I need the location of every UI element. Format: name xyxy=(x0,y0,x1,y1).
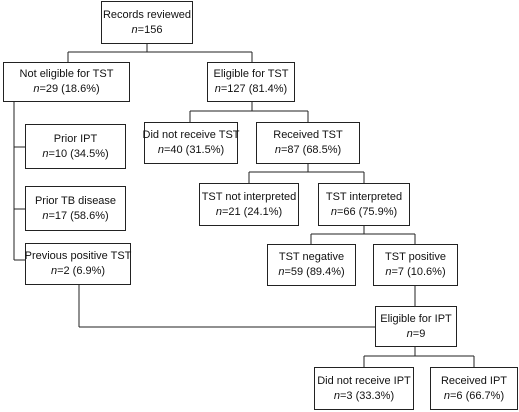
n-label: n xyxy=(278,266,285,278)
node-count: =17 (58.6%) xyxy=(48,209,109,222)
node-title: Prior TB disease xyxy=(34,194,117,207)
node-count: =21 (24.1%) xyxy=(221,205,283,218)
records-reviewed-box: Records reviewed n=156 xyxy=(101,1,193,44)
n-label: n xyxy=(333,389,340,402)
did-not-receive-tst-box: Did not receive TST n=40 (31.5%) xyxy=(142,122,240,164)
n-label: n xyxy=(274,144,281,156)
node-title: TST not interpreted xyxy=(201,190,297,203)
node-count: =40 (31.5%) xyxy=(163,144,225,156)
node-count: =87 (68.5%) xyxy=(280,144,342,156)
node-title: TST negative xyxy=(278,251,345,263)
prior-ipt-box: Prior IPT n=10 (34.5%) xyxy=(25,124,126,169)
eligible-tst-box: Eligible for TST n=127 (81.4%) xyxy=(207,62,295,102)
node-title: Previous positive TST xyxy=(24,250,132,262)
received-tst-box: Received TST n=87 (68.5%) xyxy=(256,122,360,164)
node-title: Records reviewed xyxy=(102,8,192,21)
node-count: =3 (33.3%) xyxy=(340,389,395,402)
node-count: =2 (6.9%) xyxy=(57,265,106,277)
node-count: =6 (66.7%) xyxy=(450,389,505,402)
prior-tb-box: Prior TB disease n=17 (58.6%) xyxy=(25,186,126,231)
received-ipt-box: Received IPT n=6 (66.7%) xyxy=(430,367,518,410)
node-count: =10 (34.5%) xyxy=(48,147,109,160)
node-title: Eligible for TST xyxy=(213,68,289,80)
n-label: n xyxy=(50,265,58,277)
node-count: =127 (81.4%) xyxy=(220,83,288,95)
n-label: n xyxy=(214,83,221,95)
node-count: =66 (75.9%) xyxy=(336,205,398,218)
not-eligible-box: Not eligible for TST n=29 (18.6%) xyxy=(3,62,130,102)
node-title: Prior IPT xyxy=(53,132,98,145)
tst-negative-box: TST negative n=59 (89.4%) xyxy=(267,244,356,286)
n-label: n xyxy=(42,209,49,222)
node-title: Received IPT xyxy=(440,374,508,387)
node-title: Not eligible for TST xyxy=(19,68,114,80)
did-not-receive-ipt-box: Did not receive IPT n=3 (33.3%) xyxy=(314,367,414,410)
n-label: n xyxy=(215,205,222,218)
node-count: =9 xyxy=(412,327,426,340)
node-title: Did not receive IPT xyxy=(317,374,411,387)
tst-not-interpreted-box: TST not interpreted n=21 (24.1%) xyxy=(199,183,299,226)
n-label: n xyxy=(131,23,138,36)
node-title: Received TST xyxy=(273,129,343,141)
n-label: n xyxy=(157,144,164,156)
n-label: n xyxy=(406,327,413,340)
n-label: n xyxy=(385,266,392,278)
n-label: n xyxy=(33,83,40,95)
n-label: n xyxy=(330,205,337,218)
tst-positive-box: TST positive n=7 (10.6%) xyxy=(373,244,458,286)
tst-interpreted-box: TST interpreted n=66 (75.9%) xyxy=(318,183,410,226)
node-title: Did not receive TST xyxy=(142,129,240,141)
node-title: Eligible for IPT xyxy=(380,312,452,325)
node-title: TST positive xyxy=(385,251,446,263)
node-title: TST interpreted xyxy=(325,190,403,203)
previous-positive-box: Previous positive TST n=2 (6.9%) xyxy=(25,243,131,285)
node-count: =59 (89.4%) xyxy=(284,266,345,278)
node-count: =29 (18.6%) xyxy=(39,83,100,95)
eligible-ipt-box: Eligible for IPT n=9 xyxy=(375,306,457,347)
node-count: =156 xyxy=(137,23,163,36)
node-count: =7 (10.6%) xyxy=(391,266,446,278)
n-label: n xyxy=(42,147,49,160)
n-label: n xyxy=(443,389,450,402)
